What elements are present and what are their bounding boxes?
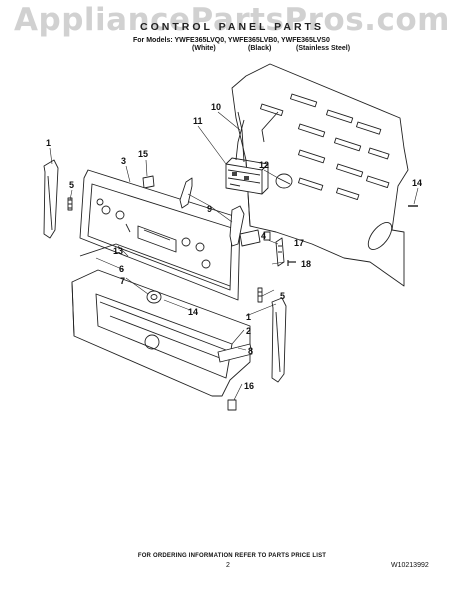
callout-12: 12: [259, 160, 269, 170]
panel-rail: [79, 243, 231, 287]
models-line: For Models: YWFE365LVQ0, YWFE365LVB0, YW…: [133, 37, 330, 44]
variant-white: (White): [192, 45, 216, 52]
sensor-knob: [275, 173, 293, 189]
callout-3: 3: [121, 156, 126, 166]
callout-14-right: 14: [412, 178, 422, 188]
screw-18: [287, 260, 296, 266]
callout-16: 16: [244, 381, 254, 391]
watermark: AppliancePartsPros.com: [14, 2, 450, 38]
leader-lines: [49, 111, 419, 401]
callout-1-left: 1: [46, 138, 51, 148]
callout-1-right: 1: [246, 312, 251, 322]
page-title: CONTROL PANEL PARTS: [140, 21, 324, 33]
callout-8: 8: [248, 346, 253, 356]
right-end-cap: [257, 287, 287, 383]
screw-16: [227, 399, 237, 411]
callout-5-left: 5: [69, 180, 74, 190]
callout-4: 4: [261, 231, 266, 241]
variant-stainless: (Stainless Steel): [296, 45, 351, 52]
callout-15: 15: [138, 149, 148, 159]
color-variants: (White) (Black) (Stainless Steel): [192, 45, 350, 52]
bracket-left: [179, 177, 193, 209]
switch-assembly: [239, 229, 285, 267]
callout-10: 10: [211, 102, 221, 112]
callout-9: 9: [207, 204, 212, 214]
callout-6: 6: [119, 264, 124, 274]
callout-17: 17: [294, 238, 304, 248]
callout-numbers: 1 5 3 15 11 10 12 9 13 6 7 14 14 4 17 18…: [46, 102, 422, 391]
ordering-note: FOR ORDERING INFORMATION REFER TO PARTS …: [137, 553, 327, 559]
bracket-rear: [237, 111, 245, 163]
bracket-right: [229, 205, 245, 247]
callout-11: 11: [193, 116, 203, 126]
callout-7: 7: [120, 276, 125, 286]
manifold-panel: [71, 269, 251, 397]
document-number: W10213992: [391, 562, 429, 569]
control-knob: [146, 290, 162, 304]
callout-2: 2: [246, 326, 251, 336]
callout-18: 18: [301, 259, 311, 269]
left-end-cap: [43, 159, 73, 239]
page-number: 2: [226, 562, 230, 569]
rear-panel: [231, 63, 409, 287]
variant-black: (Black): [248, 45, 272, 52]
clip-block: [142, 175, 155, 189]
trim-strip: [217, 343, 253, 363]
electronic-control-board: [225, 157, 269, 195]
callout-13: 13: [113, 246, 123, 256]
callout-5-right: 5: [280, 291, 285, 301]
callout-14-bottom: 14: [188, 307, 198, 317]
control-panel-console: [79, 169, 241, 301]
